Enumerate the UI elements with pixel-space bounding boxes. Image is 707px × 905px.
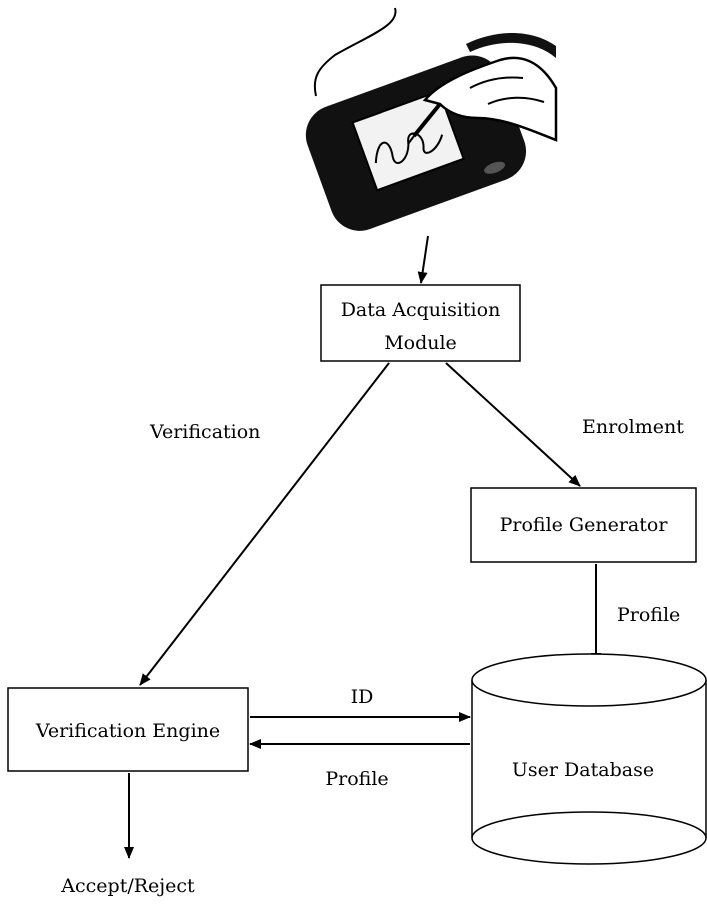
verification-engine-label: Verification Engine <box>35 720 220 742</box>
profile-to-database-label: Profile <box>617 604 680 626</box>
database-cylinder-body <box>471 680 707 865</box>
user-database-node: User Database <box>471 653 707 865</box>
database-cylinder-top <box>471 653 707 707</box>
arrow-enrolment <box>445 362 581 487</box>
id-edge-label: ID <box>351 686 374 708</box>
verification-engine-box <box>7 687 249 772</box>
enrolment-edge-label: Enrolment <box>582 416 684 438</box>
database-cylinder-bottom <box>471 811 707 839</box>
signature-pad-icon <box>305 7 558 231</box>
data-acquisition-module-node: Data Acquisition Module <box>320 284 521 362</box>
profile-to-engine-label: Profile <box>325 768 388 790</box>
data-acquisition-label-line2: Module <box>384 332 457 354</box>
profile-generator-box <box>470 487 697 563</box>
accept-reject-label: Accept/Reject <box>60 875 195 897</box>
verification-edge-label: Verification <box>149 421 260 443</box>
verification-engine-node: Verification Engine <box>7 687 249 772</box>
user-database-label: User Database <box>512 759 654 781</box>
arrow-device-to-acquisition <box>417 235 429 284</box>
profile-generator-label: Profile Generator <box>500 514 669 536</box>
data-acquisition-box <box>320 284 521 362</box>
arrow-verification <box>139 362 390 686</box>
profile-generator-node: Profile Generator <box>470 487 697 563</box>
data-acquisition-label-line1: Data Acquisition <box>341 299 501 321</box>
